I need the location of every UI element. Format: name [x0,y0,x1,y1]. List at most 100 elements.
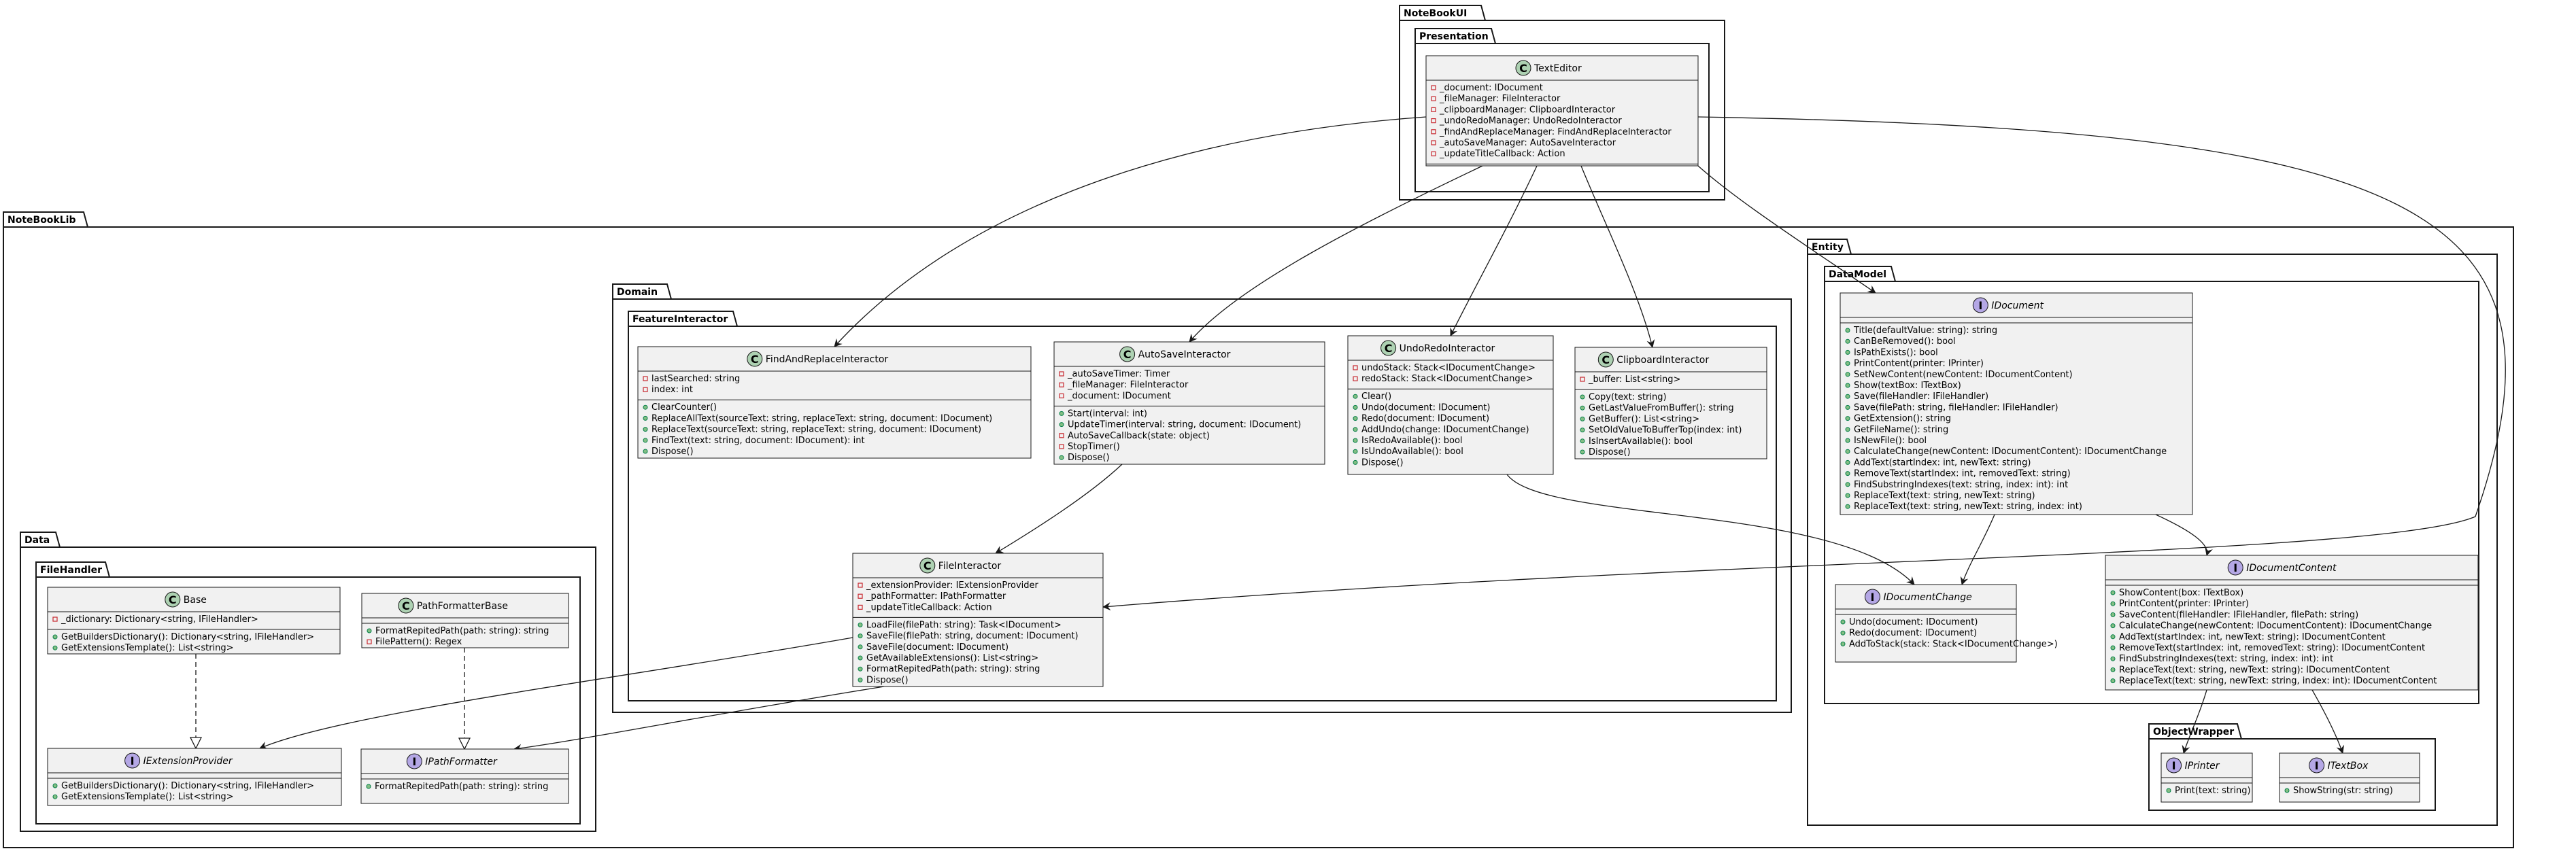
class-marker-icon [919,557,936,574]
public-visibility-icon [1353,416,1358,421]
interface-marker-icon [2166,757,2182,774]
package-notebookui: NoteBookUI [1399,5,1725,201]
interface-marker-icon [1865,589,1880,605]
class-method: FormatRepitedPath(path: string): string [866,664,1040,674]
private-visibility-icon [1431,129,1436,135]
package-notebooklib: NoteBookLib [3,211,2514,848]
marker-letter: I [1871,591,1875,604]
marker-letter: C [751,353,759,366]
class-field: _document: IDocument [1067,391,1171,401]
public-visibility-icon [1840,641,1846,646]
interface-marker-icon [2227,559,2243,576]
private-visibility-icon [1431,107,1436,112]
private-visibility-icon [367,639,372,644]
public-visibility-icon [2110,678,2116,684]
class-method: Dispose() [1589,447,1631,457]
private-visibility-icon [1059,433,1064,438]
public-visibility-icon [2110,645,2116,650]
class-method: GetBuffer(): List<string> [1589,414,1699,424]
private-visibility-icon [858,583,863,588]
class-method: ReplaceAllText(sourceText: string, repla… [651,413,992,423]
package-title: Data [24,535,50,546]
public-visibility-icon [858,666,863,672]
class-marker-icon [1597,351,1614,368]
class-name: FindAndReplaceInteractor [766,354,889,365]
public-visibility-icon [2110,590,2116,595]
relationship-id-idco [2155,514,2213,556]
public-visibility-icon [2110,634,2116,640]
public-visibility-icon [1845,493,1850,498]
package-domain: Domain [612,283,1792,713]
class-method: Dispose() [651,447,694,457]
public-visibility-icon [1845,404,1850,410]
relationship-te-id [1697,165,1876,294]
package-objectwrapper: ObjectWrapper [2148,723,2436,811]
public-visibility-icon [2110,612,2116,617]
public-visibility-icon [1845,427,1850,432]
class-name: IExtensionProvider [143,756,233,767]
class-method: Dispose() [1068,453,1110,463]
public-visibility-icon [52,645,58,650]
class-method: SetOldValueToBufferTop(index: int) [1589,426,1742,436]
class-method: Save(filePath: string, fileHandler: IFil… [1854,402,2058,413]
class-name: ClipboardInteractor [1616,355,1709,366]
class-method: GetBuildersDictionary(): Dictionary<stri… [61,781,314,791]
private-visibility-icon [1353,365,1358,370]
class-method: ReplaceText(text: string, newText: strin… [1854,491,2035,501]
class-method: GetBuildersDictionary(): Dictionary<stri… [61,632,314,642]
class-method: UpdateTimer(interval: string, document: … [1068,420,1301,430]
public-visibility-icon [1353,459,1358,465]
package-title: DataModel [1829,269,1886,280]
class-method: SetNewContent(newContent: IDocumentConte… [1854,370,2073,380]
private-visibility-icon [1431,85,1436,90]
public-visibility-icon [1353,449,1358,454]
public-visibility-icon [2110,623,2116,629]
class-method: Undo(document: IDocument) [1361,402,1490,413]
public-visibility-icon [1840,630,1846,636]
public-visibility-icon [1059,455,1064,460]
public-visibility-icon [1353,427,1358,432]
public-visibility-icon [1353,394,1358,399]
class-method: Undo(document: IDocument) [1849,617,1978,627]
class-field: _updateTitleCallback: Action [866,602,992,612]
public-visibility-icon [366,784,371,789]
relationship-te-ur [1450,165,1538,336]
private-visibility-icon [1431,140,1436,145]
class-method: IsInsertAvailable(): bool [1589,436,1693,447]
class-method: Dispose() [866,675,909,685]
marker-letter: C [1385,342,1393,355]
relationship-te-fr [834,116,1427,347]
class-method: ReplaceText(text: string, newText: strin… [2119,676,2437,687]
class-method: CalculateChange(newContent: IDocumentCon… [2119,621,2432,631]
public-visibility-icon [1059,422,1064,428]
class-method: AutoSaveCallback(state: object) [1068,431,1210,441]
public-visibility-icon [643,427,648,432]
marker-letter: I [2172,759,2176,772]
class-method: GetExtensionsTemplate(): List<string> [61,792,234,802]
marker-letter: I [412,755,416,768]
class-method: AddUndo(change: IDocumentChange) [1361,425,1529,435]
class-field: undoStack: Stack<IDocumentChange> [1361,363,1536,373]
package-title: Domain [617,287,658,298]
class-method: GetLastValueFromBuffer(): string [1589,403,1734,413]
public-visibility-icon [858,655,863,661]
class-method: FindSubstringIndexes(text: string, index… [2119,654,2333,664]
public-visibility-icon [1845,328,1850,333]
marker-letter: I [2315,759,2319,772]
